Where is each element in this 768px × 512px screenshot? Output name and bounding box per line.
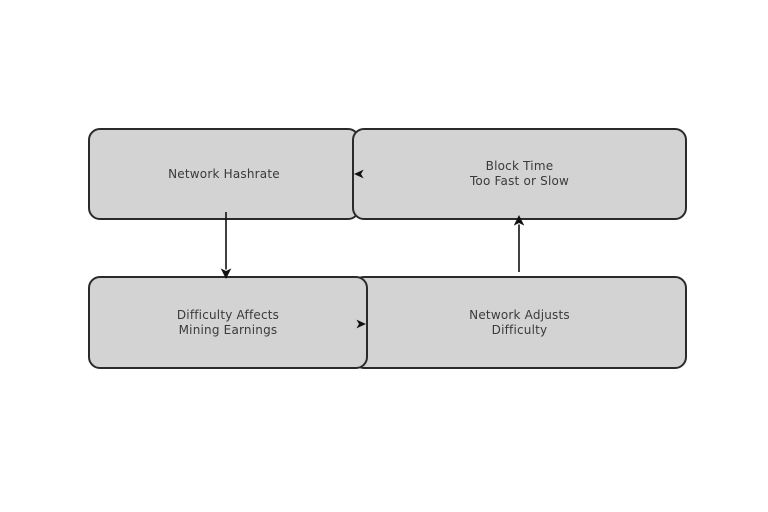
node-block-time-label: Block Time Too Fast or Slow (469, 159, 570, 188)
node-network-adjusts-difficulty-label: Network Adjusts Difficulty (469, 307, 570, 337)
node-network-hashrate-label: Network Hashrate (168, 166, 280, 181)
node-network-adjusts-difficulty: Network Adjusts Difficulty (352, 276, 687, 369)
arrow-adjusts-to-blocktime (513, 215, 525, 272)
node-network-hashrate: Network Hashrate (88, 128, 360, 220)
arrow-hashrate-to-earnings (220, 212, 232, 279)
node-difficulty-affects-mining-earnings-label: Difficulty Affects Mining Earnings (176, 307, 280, 337)
node-difficulty-affects-mining-earnings: Difficulty Affects Mining Earnings (88, 276, 368, 369)
node-block-time: Block Time Too Fast or Slow (352, 128, 687, 220)
